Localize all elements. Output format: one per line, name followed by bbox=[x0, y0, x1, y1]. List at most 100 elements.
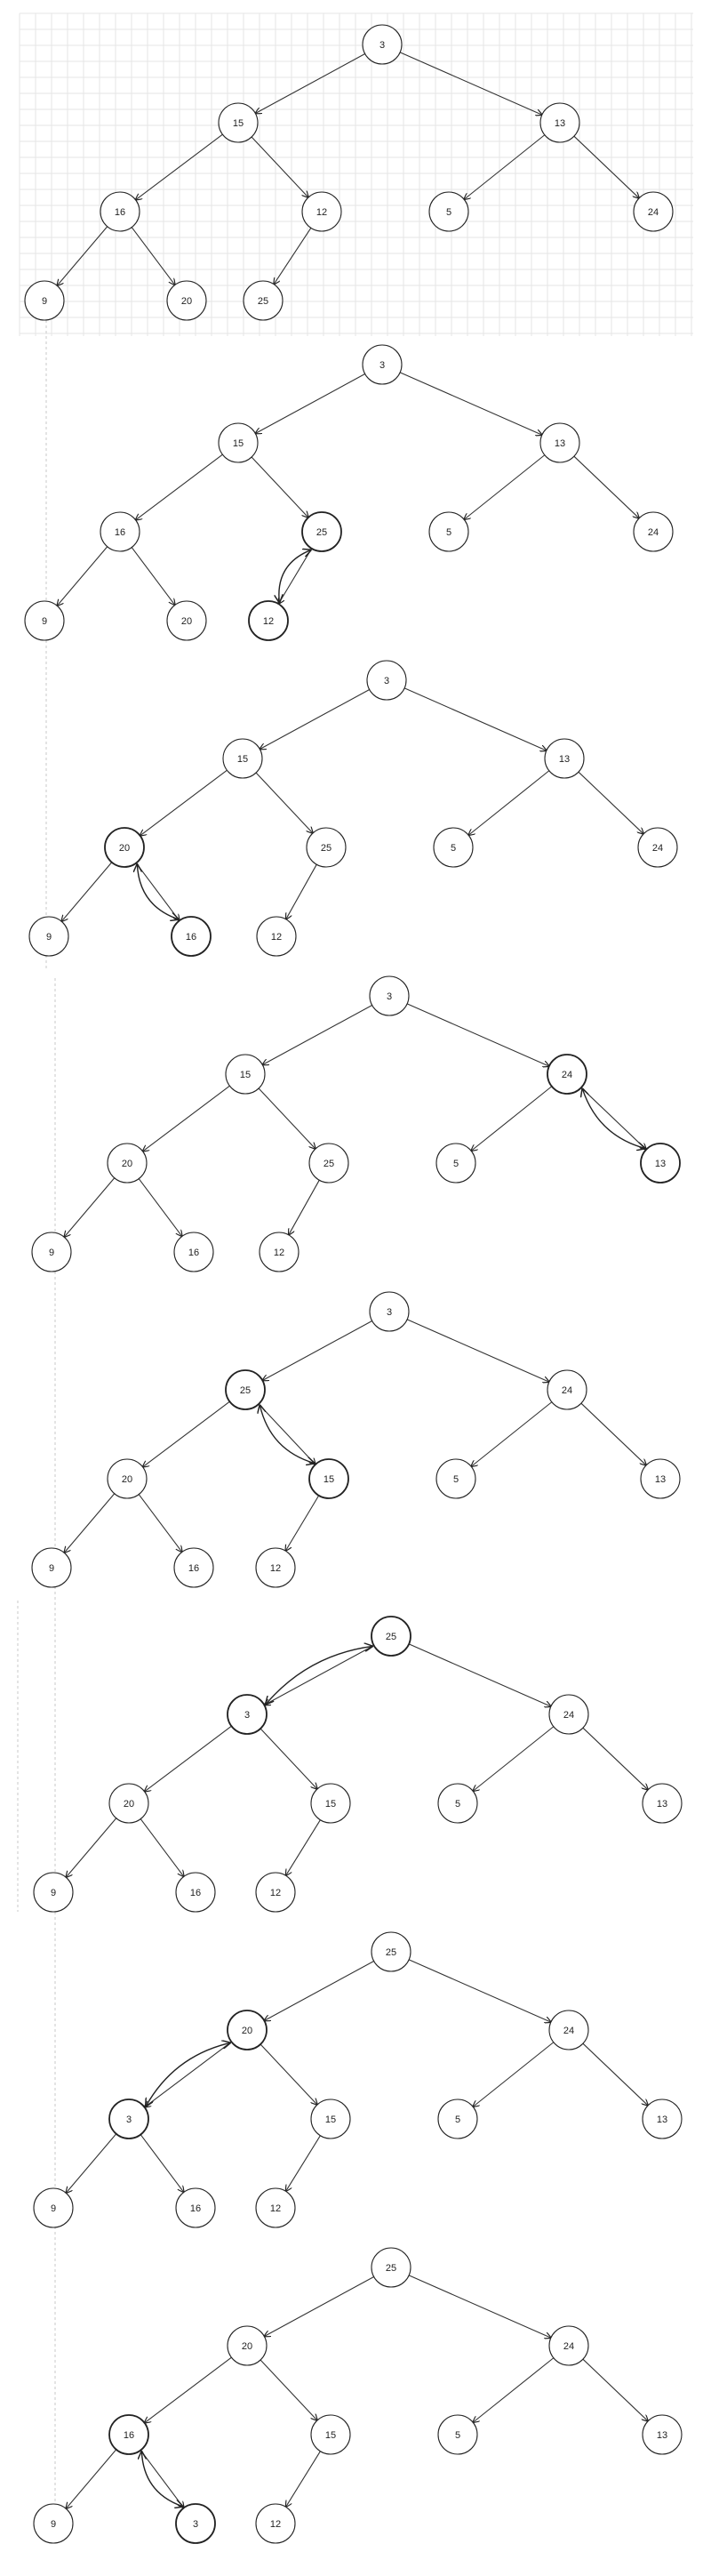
node-circle bbox=[175, 2187, 216, 2228]
tree-edge bbox=[406, 1319, 549, 1382]
tree-edge bbox=[131, 547, 175, 606]
grid-background bbox=[19, 12, 693, 336]
tree-edge bbox=[61, 862, 113, 921]
tree-edge bbox=[289, 1179, 320, 1235]
tree-node: 24 bbox=[547, 1369, 587, 1410]
tree-node: 3 bbox=[369, 1291, 410, 1332]
tree-edge bbox=[408, 1643, 551, 1706]
node-circle bbox=[547, 1054, 587, 1095]
node-label: 3 bbox=[193, 2519, 198, 2530]
node-circle bbox=[218, 422, 259, 463]
node-circle bbox=[301, 191, 342, 232]
node-circle bbox=[308, 1143, 349, 1184]
node-circle bbox=[428, 191, 469, 232]
swap-arrow bbox=[137, 864, 178, 919]
tree-node: 16 bbox=[108, 2414, 149, 2455]
tree-node: 16 bbox=[175, 2187, 216, 2228]
node-label: 20 bbox=[181, 296, 192, 307]
node-label: 3 bbox=[379, 40, 385, 51]
tree-edge bbox=[286, 863, 317, 919]
node-circle bbox=[362, 344, 403, 385]
tree-node: 3 bbox=[366, 660, 407, 701]
node-circle bbox=[259, 1232, 300, 1272]
tree-node: 12 bbox=[301, 191, 342, 232]
tree-edge bbox=[285, 1495, 320, 1551]
tree-node: 9 bbox=[28, 916, 69, 957]
tree-node: 24 bbox=[637, 827, 678, 868]
tree-node: 15 bbox=[310, 1783, 351, 1824]
node-circle bbox=[255, 2187, 296, 2228]
tree-edge bbox=[145, 2356, 232, 2423]
node-label: 13 bbox=[657, 2115, 667, 2125]
node-label: 12 bbox=[270, 1888, 281, 1898]
node-circle bbox=[173, 1547, 214, 1588]
tree-node: 16 bbox=[173, 1232, 214, 1272]
node-label: 24 bbox=[563, 2341, 574, 2352]
node-label: 24 bbox=[563, 1710, 574, 1721]
tree-edge bbox=[473, 1726, 555, 1792]
heap-diagram-stack: 3 15 13 16 12 5 24 9 20 25 3 15 13 16 25 5 24 9 20 12 3 15 13 2… bbox=[24, 24, 683, 2544]
tree-edge bbox=[580, 1087, 646, 1150]
node-label: 15 bbox=[237, 754, 248, 765]
node-label: 15 bbox=[240, 1070, 251, 1080]
tree-node: 13 bbox=[642, 2414, 683, 2455]
node-label: 3 bbox=[387, 1307, 392, 1318]
tree-edge bbox=[264, 2276, 374, 2337]
tree-edge bbox=[138, 1178, 182, 1237]
tree-node: 13 bbox=[539, 422, 580, 463]
node-circle bbox=[107, 1458, 148, 1499]
tree-edge bbox=[140, 2450, 184, 2508]
node-label: 25 bbox=[321, 843, 332, 854]
node-label: 20 bbox=[181, 616, 192, 627]
tree-edge bbox=[135, 863, 180, 921]
tree-node: 25 bbox=[308, 1143, 349, 1184]
node-circle bbox=[642, 2414, 683, 2455]
node-label: 12 bbox=[271, 932, 282, 943]
node-circle bbox=[225, 1054, 266, 1095]
tree-edge bbox=[145, 1725, 232, 1792]
node-label: 3 bbox=[387, 991, 392, 1002]
tree-edge bbox=[57, 546, 108, 606]
node-label: 25 bbox=[386, 1632, 396, 1642]
tree-edge bbox=[573, 455, 639, 518]
node-label: 3 bbox=[384, 676, 389, 686]
node-label: 12 bbox=[270, 2203, 281, 2214]
tree-node: 5 bbox=[428, 191, 469, 232]
tree-edge bbox=[131, 227, 175, 285]
node-circle bbox=[539, 102, 580, 143]
node-label: 5 bbox=[451, 843, 456, 854]
node-label: 25 bbox=[324, 1159, 334, 1169]
node-label: 12 bbox=[270, 1563, 281, 1574]
tree-node: 16 bbox=[100, 191, 140, 232]
tree-node: 25 bbox=[225, 1369, 266, 1410]
node-circle bbox=[544, 738, 585, 779]
tree-node: 15 bbox=[218, 102, 259, 143]
tree-node: 12 bbox=[255, 1547, 296, 1588]
tree-edge bbox=[582, 1727, 648, 1790]
tree-node: 5 bbox=[437, 2414, 478, 2455]
tree-edge bbox=[286, 1819, 321, 1876]
tree-node: 3 bbox=[362, 344, 403, 385]
node-circle bbox=[369, 1291, 410, 1332]
node-circle bbox=[371, 2247, 411, 2288]
node-label: 9 bbox=[51, 2519, 56, 2530]
tree-node: 20 bbox=[107, 1143, 148, 1184]
tree-node: 20 bbox=[166, 600, 207, 641]
tree-edge bbox=[64, 1177, 116, 1237]
node-circle bbox=[547, 1369, 587, 1410]
tree-node: 13 bbox=[640, 1458, 681, 1499]
node-circle bbox=[227, 2010, 268, 2050]
node-circle bbox=[640, 1143, 681, 1184]
tree-edge bbox=[260, 2043, 317, 2105]
tree-node: 20 bbox=[107, 1458, 148, 1499]
node-label: 13 bbox=[657, 1799, 667, 1810]
node-circle bbox=[369, 975, 410, 1016]
tree-node: 15 bbox=[218, 422, 259, 463]
node-circle bbox=[107, 1143, 148, 1184]
tree-edge bbox=[406, 1003, 549, 1066]
node-circle bbox=[31, 1232, 72, 1272]
node-label: 13 bbox=[657, 2430, 667, 2441]
tree-edge bbox=[260, 2359, 317, 2420]
node-label: 24 bbox=[648, 527, 659, 538]
